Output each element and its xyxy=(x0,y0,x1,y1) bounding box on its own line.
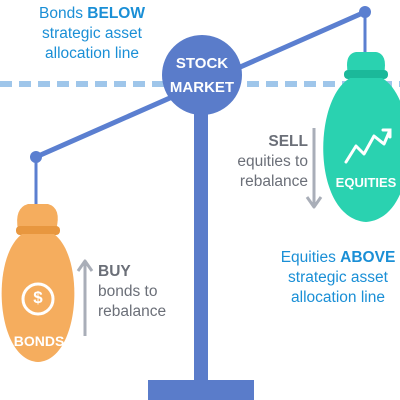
bonds-caption-line3: allocation line xyxy=(45,45,139,62)
bonds-caption-line2: strategic asset xyxy=(42,25,142,42)
sell-line2: equities to xyxy=(237,153,308,170)
buy-line3: rebalance xyxy=(98,303,167,320)
sell-verb: SELL xyxy=(268,133,308,150)
fulcrum-label-line1: STOCK xyxy=(175,55,229,72)
equities-bag-label: EQUITIES xyxy=(335,175,397,190)
trend-line-icon xyxy=(344,128,392,164)
dollar-sign-icon: $ xyxy=(33,288,43,307)
dollar-coin-icon xyxy=(21,282,55,316)
equities-caption-line1: Equities xyxy=(280,249,341,266)
beam-pivot-left xyxy=(30,151,42,163)
buy-line2: bonds to xyxy=(98,283,158,300)
buy-action-text: BUY bonds to rebalance xyxy=(98,262,188,322)
equities-caption: Equities ABOVE strategic asset allocatio… xyxy=(276,248,400,308)
scale-base xyxy=(148,380,254,400)
scale-post xyxy=(194,70,208,390)
bonds-caption-emphasis: BELOW xyxy=(87,5,145,22)
equities-caption-emphasis: ABOVE xyxy=(340,249,396,266)
fulcrum-label: STOCK MARKET xyxy=(167,52,237,100)
equities-caption-line2: strategic asset xyxy=(288,269,388,286)
bonds-caption: Bonds BELOW strategic asset allocation l… xyxy=(22,4,162,64)
equities-caption-line3: allocation line xyxy=(291,289,385,306)
equities-bag xyxy=(323,52,400,222)
bonds-bag-label: BONDS xyxy=(13,333,65,349)
bonds-bag xyxy=(1,204,75,362)
buy-verb: BUY xyxy=(98,263,131,280)
fulcrum-circle xyxy=(162,35,242,115)
beam-pivot-right xyxy=(359,6,371,18)
fulcrum-label-line2: MARKET xyxy=(169,79,235,96)
sell-line3: rebalance xyxy=(239,173,308,190)
buy-arrow-icon xyxy=(76,259,94,336)
bonds-caption-line1: Bonds xyxy=(39,5,88,22)
sell-arrow-icon xyxy=(305,128,323,209)
sell-action-text: SELL equities to rebalance xyxy=(222,132,308,192)
